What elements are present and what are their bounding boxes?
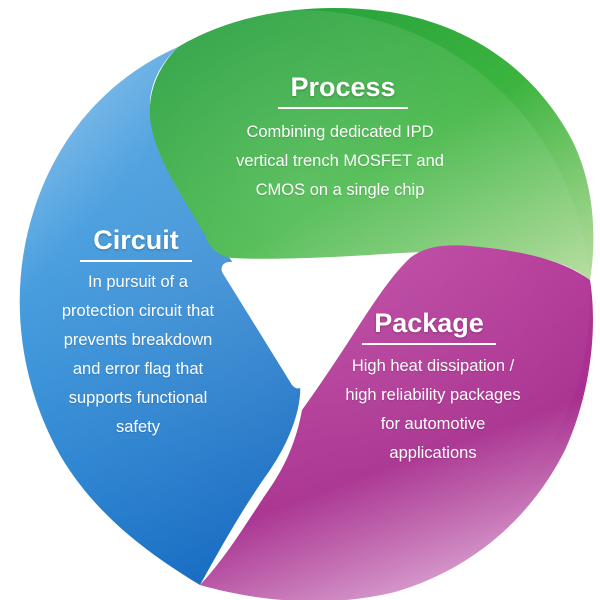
process-line: vertical trench MOSFET and [236, 152, 444, 170]
package-line: high reliability packages [345, 386, 521, 404]
process-title: Process [278, 72, 408, 109]
process-description: Combining dedicated IPD vertical trench … [205, 118, 475, 205]
circuit-line: prevents breakdown [63, 331, 213, 349]
circuit-line: safety [115, 418, 161, 436]
package-line: applications [389, 444, 477, 462]
circuit-description: In pursuit of a protection circuit that … [28, 268, 248, 442]
circuit-line: protection circuit that [61, 302, 215, 320]
process-line: Combining dedicated IPD [246, 123, 434, 141]
center-triangle [221, 256, 378, 389]
package-description: High heat dissipation / high reliability… [318, 352, 548, 468]
process-line: CMOS on a single chip [255, 181, 425, 199]
circuit-line: and error flag that [72, 360, 204, 378]
circuit-line: supports functional [68, 389, 208, 407]
package-line: High heat dissipation / [351, 357, 515, 375]
package-title: Package [362, 308, 496, 345]
package-line: for automotive [380, 415, 486, 433]
circuit-line: In pursuit of a [88, 273, 188, 291]
circuit-title: Circuit [80, 225, 192, 262]
